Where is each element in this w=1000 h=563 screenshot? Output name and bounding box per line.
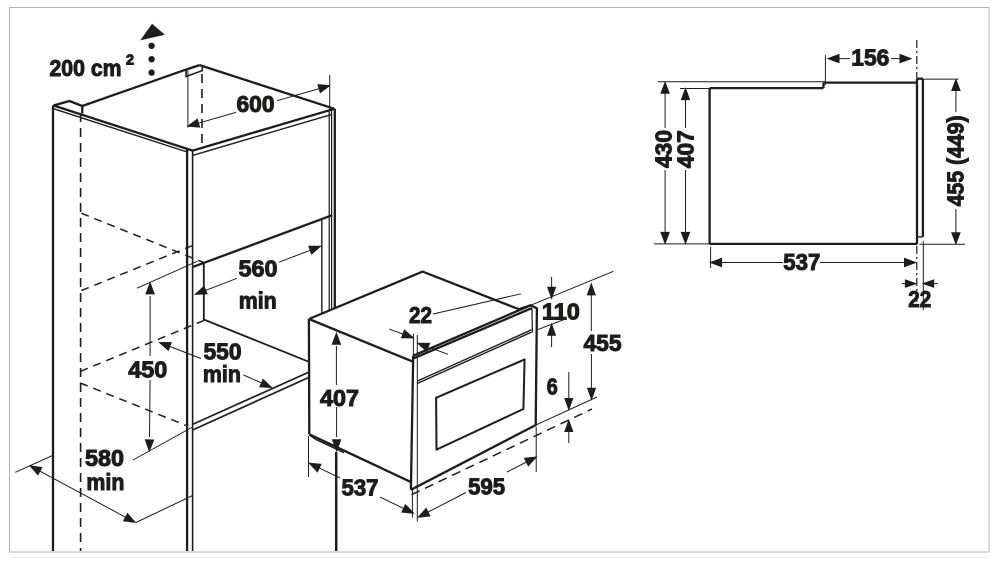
svg-text:min: min [239, 287, 277, 313]
svg-text:450: 450 [128, 357, 167, 383]
svg-text:22: 22 [409, 302, 432, 328]
svg-text:407: 407 [673, 130, 699, 168]
svg-text:560: 560 [239, 256, 278, 282]
svg-text:550: 550 [204, 339, 242, 365]
svg-text:110: 110 [542, 299, 580, 325]
svg-text:600: 600 [237, 91, 275, 117]
svg-text:430: 430 [651, 130, 677, 168]
svg-text:200 cm: 200 cm [50, 55, 122, 81]
svg-text:455: 455 [584, 330, 622, 356]
svg-text:580: 580 [85, 445, 124, 471]
svg-text:6: 6 [547, 374, 558, 400]
svg-text:22: 22 [908, 286, 931, 312]
svg-text:2: 2 [126, 52, 134, 69]
svg-text:537: 537 [342, 475, 379, 501]
svg-text:156: 156 [851, 45, 889, 71]
svg-text:595: 595 [468, 474, 505, 500]
svg-text:407: 407 [320, 385, 359, 411]
svg-text:455 (449): 455 (449) [943, 115, 969, 206]
svg-text:min: min [203, 361, 241, 387]
svg-text:min: min [86, 469, 124, 495]
svg-text:537: 537 [783, 249, 820, 275]
